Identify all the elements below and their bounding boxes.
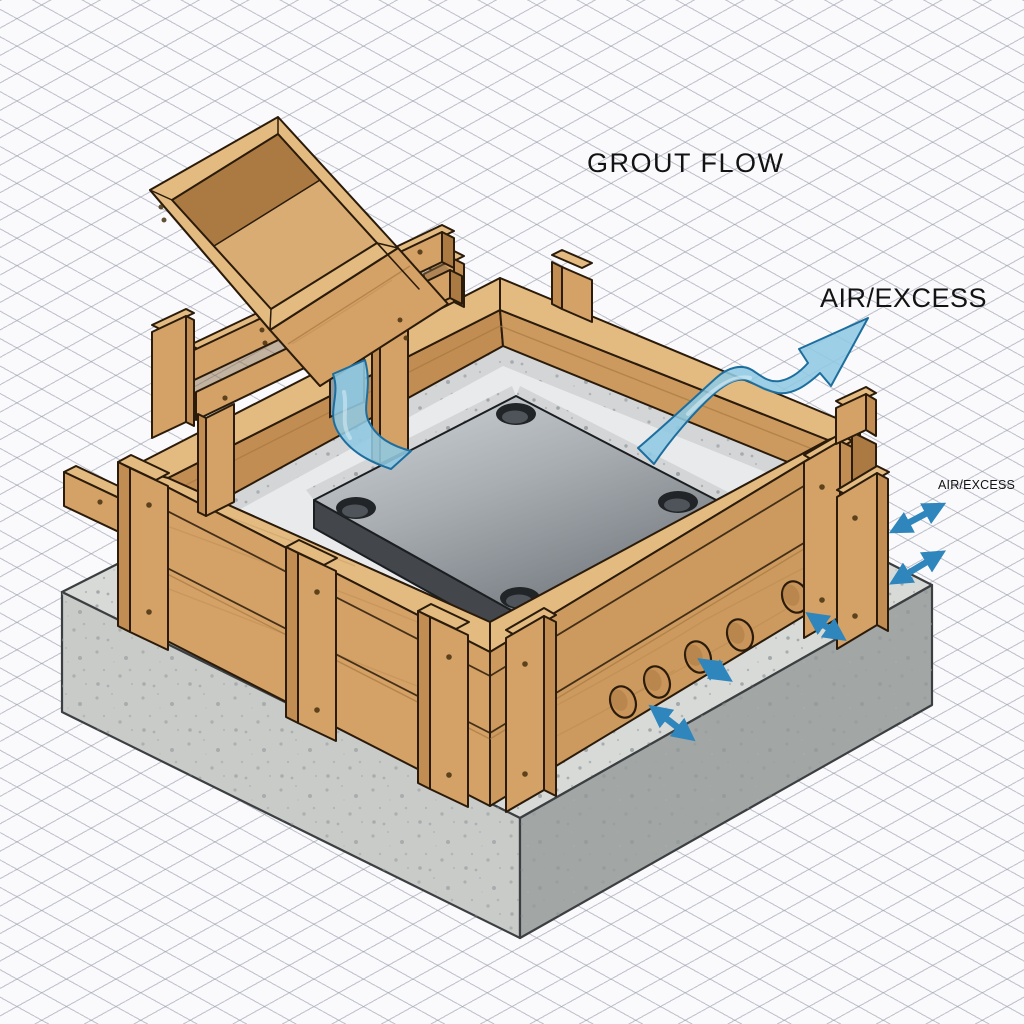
stand-board: [151, 308, 195, 439]
grout-outflow-arrow: [637, 317, 869, 465]
corner-escape-arrow: [888, 502, 947, 534]
stiffener-post: [417, 603, 470, 808]
vent-hole: [608, 685, 638, 719]
stiffener-post: [505, 607, 557, 813]
vent-flow-arrow: [805, 611, 847, 642]
grout-hopper: [149, 116, 449, 387]
formwork-front-right-wall: [489, 427, 861, 807]
grout-flow-label: GROUT FLOW: [587, 148, 785, 178]
vent-flow-arrow: [697, 658, 733, 682]
stand-leg: [197, 403, 235, 517]
air-excess-label-small: AIR/EXCESS: [938, 478, 1016, 492]
stiffener-posts: [63, 249, 890, 813]
anchor-bolt-hole: [336, 497, 376, 519]
corner-escape-arrow: [888, 550, 947, 585]
air-excess-label-large: AIR/EXCESS: [820, 283, 988, 313]
grout-inflow-ribbon: [332, 359, 412, 470]
vent-hole: [642, 665, 672, 699]
stiffener-post: [117, 454, 170, 651]
vent-flow-arrow: [648, 704, 696, 742]
vent-hole: [725, 618, 755, 652]
anchor-bolt-hole: [496, 403, 536, 425]
anchor-bolt-hole: [658, 491, 698, 513]
corner-post-cluster: [803, 386, 890, 650]
post-tab: [551, 249, 593, 323]
air-escape-arrows: [648, 502, 947, 742]
stiffener-post: [285, 539, 338, 742]
